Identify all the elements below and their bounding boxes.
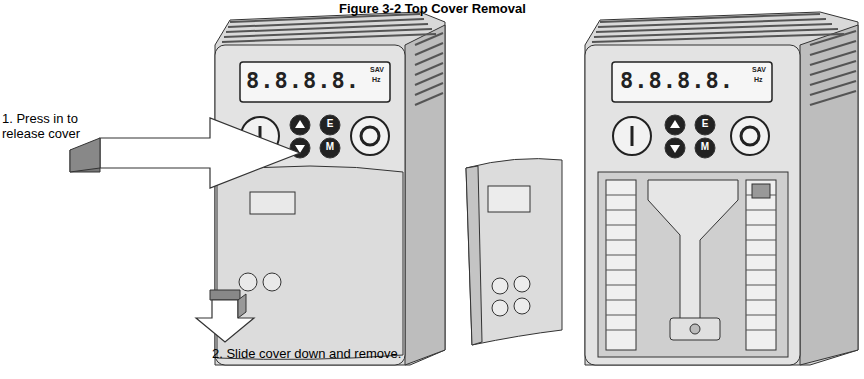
callout-text: 2. Slide cover down and remove. [212, 347, 401, 362]
key-letter: M [320, 141, 340, 153]
key-letter: E [320, 118, 340, 130]
display-unit: SAV [752, 66, 766, 74]
drive-right [585, 12, 858, 365]
key-letter: M [695, 141, 715, 153]
figure-title: Figure 3-2 Top Cover Removal [339, 2, 526, 17]
slide-arrow [196, 290, 254, 342]
display-unit: SAV [370, 66, 384, 74]
drive-left [215, 12, 445, 365]
display-unit: Hz [372, 76, 381, 84]
callout-text: 1. Press in to release cover [2, 112, 106, 142]
key-letter: E [695, 118, 715, 130]
removed-cover [466, 159, 562, 345]
display-digits: 8.8.8.8. [620, 68, 734, 93]
display-digits: 8.8.8.8. [246, 68, 360, 93]
press-arrow [70, 118, 300, 188]
display-unit: Hz [754, 76, 763, 84]
